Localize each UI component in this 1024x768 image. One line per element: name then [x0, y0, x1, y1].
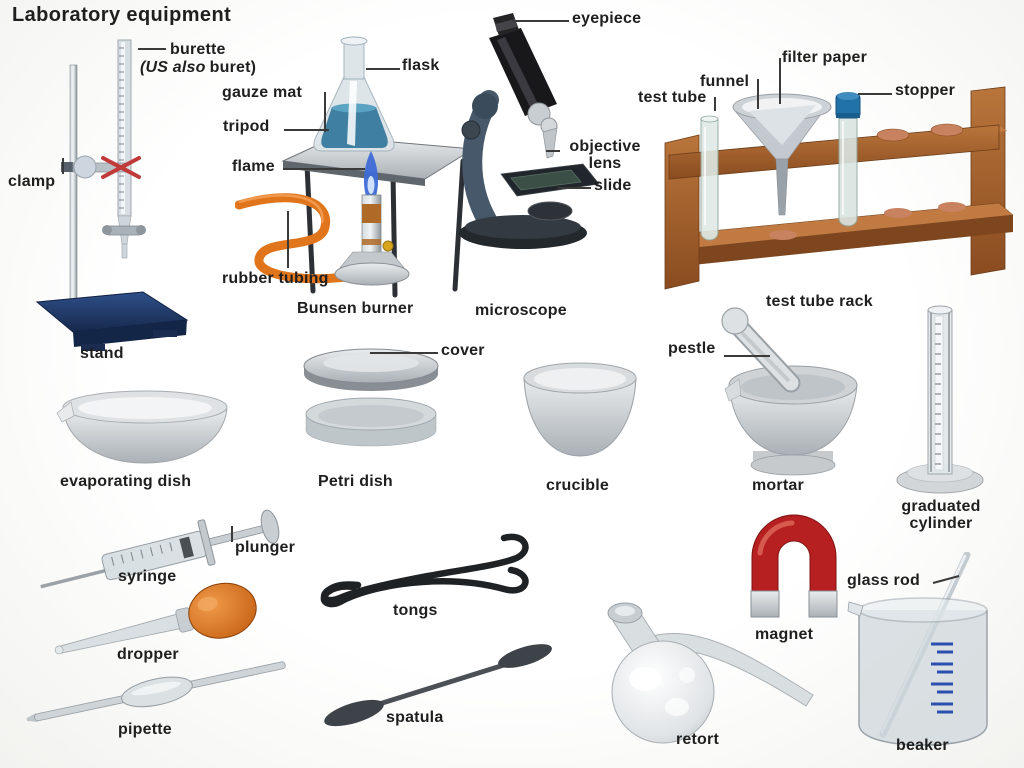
bunsen-burner-illustration [334, 194, 410, 286]
retort-label: retort [676, 731, 719, 748]
stand-label: stand [80, 345, 124, 362]
syringe-illustration [40, 509, 280, 589]
crucible-illustration [523, 362, 637, 457]
burette-alt-italic: (US also [140, 59, 206, 76]
microscope-illustration [459, 13, 600, 249]
burette-alt-bold: buret) [209, 59, 257, 76]
test-tube-rack-group [664, 86, 1014, 290]
filter-paper-illustration [749, 105, 816, 145]
pestle-label: pestle [668, 340, 716, 357]
clamp-leader-line [62, 158, 64, 174]
flask-label: flask [402, 57, 440, 74]
spatula-illustration [324, 644, 552, 727]
retort-illustration [607, 602, 814, 744]
beaker-label: beaker [896, 737, 949, 754]
tripod-label: tripod [223, 118, 270, 135]
spatula-label: spatula [386, 709, 444, 726]
slide-illustration [510, 169, 582, 191]
gauze-mat-leader-line [324, 92, 326, 132]
tripod-leader-line [284, 129, 329, 131]
bunsen-burner-label: Bunsen burner [297, 300, 414, 317]
flask-leader-line [366, 68, 400, 70]
rubber-tubing-label: rubber tubing [222, 270, 329, 287]
filter-paper-leader-line [779, 58, 781, 104]
burette-label: burette [170, 41, 226, 58]
clamp-label: clamp [8, 173, 56, 190]
petri-cover-illustration [303, 348, 439, 391]
plunger-leader-line [231, 526, 233, 542]
stand-group-illustration [35, 39, 189, 351]
stopper-label: stopper [895, 82, 956, 99]
glass-rod-label: glass rod [847, 572, 920, 589]
stoppered-test-tube-illustration [835, 92, 861, 227]
tongs-illustration [320, 533, 529, 608]
pipette-illustration [26, 661, 286, 722]
dropper-bulb [188, 582, 257, 639]
funnel-leader-line [757, 79, 759, 109]
petri-dish-label: Petri dish [318, 473, 393, 490]
mortar-label: mortar [752, 477, 804, 494]
graduated-cylinder-label: graduated cylinder [901, 498, 981, 532]
eyepiece-label: eyepiece [572, 10, 642, 27]
test-tube-rack-label: test tube rack [766, 293, 873, 310]
magnet-label: magnet [755, 626, 814, 643]
stopper-leader-line [858, 93, 892, 95]
flask-illustration [313, 36, 395, 152]
burette-leader-line [138, 48, 166, 50]
test-tube-illustration [700, 115, 719, 241]
petri-dish-illustration [305, 397, 437, 447]
tongs-label: tongs [393, 602, 438, 619]
crucible-label: crucible [546, 477, 609, 494]
dropper-label: dropper [117, 646, 179, 663]
eyepiece-leader-line [512, 20, 569, 22]
pestle-leader-line [724, 355, 770, 357]
flame-label: flame [232, 158, 275, 175]
page-title: Laboratory equipment [12, 4, 232, 26]
plunger-label: plunger [235, 539, 296, 556]
evaporating-dish-label: evaporating dish [60, 473, 192, 490]
pipette-label: pipette [118, 721, 172, 738]
clamp-illustration [61, 155, 141, 179]
magnet-illustration [750, 514, 838, 618]
gauze-mat-label: gauze mat [222, 84, 303, 101]
cover-label: cover [441, 342, 485, 359]
dropper-illustration [54, 582, 257, 655]
test-tube-leader-line [714, 97, 716, 111]
evaporating-dish-illustration [56, 390, 228, 464]
petri-dish-group [303, 348, 439, 447]
objective-lens-leader-line [546, 150, 560, 152]
slide-leader-line [558, 187, 591, 189]
needle-illustration [40, 568, 110, 589]
beaker-group [847, 552, 988, 746]
syringe-label: syringe [118, 568, 177, 585]
test-tube-label: test tube [638, 89, 707, 106]
graduated-cylinder-illustration [896, 305, 984, 494]
beaker-graduations [931, 642, 953, 714]
filter-paper-label: filter paper [782, 49, 868, 66]
microscope-label: microscope [475, 302, 567, 319]
slide-label: slide [594, 177, 632, 194]
rubber-tubing-illustration [235, 193, 376, 284]
funnel-label: funnel [700, 73, 750, 90]
stopper-illustration [835, 92, 861, 119]
stand-illustration [35, 64, 189, 351]
flame-leader-line [283, 168, 365, 170]
funnel-illustration [732, 93, 832, 216]
cover-leader-line [370, 352, 438, 354]
objective-lens-label: objective lens [569, 138, 641, 172]
beaker-illustration [847, 597, 988, 746]
test-tube-rack-illustration [664, 86, 1014, 290]
bunsen-setup-illustration [235, 36, 475, 298]
mortar-pestle-group [721, 307, 858, 476]
rubber-tubing-leader-line [287, 211, 289, 268]
flame-illustration [363, 151, 379, 196]
